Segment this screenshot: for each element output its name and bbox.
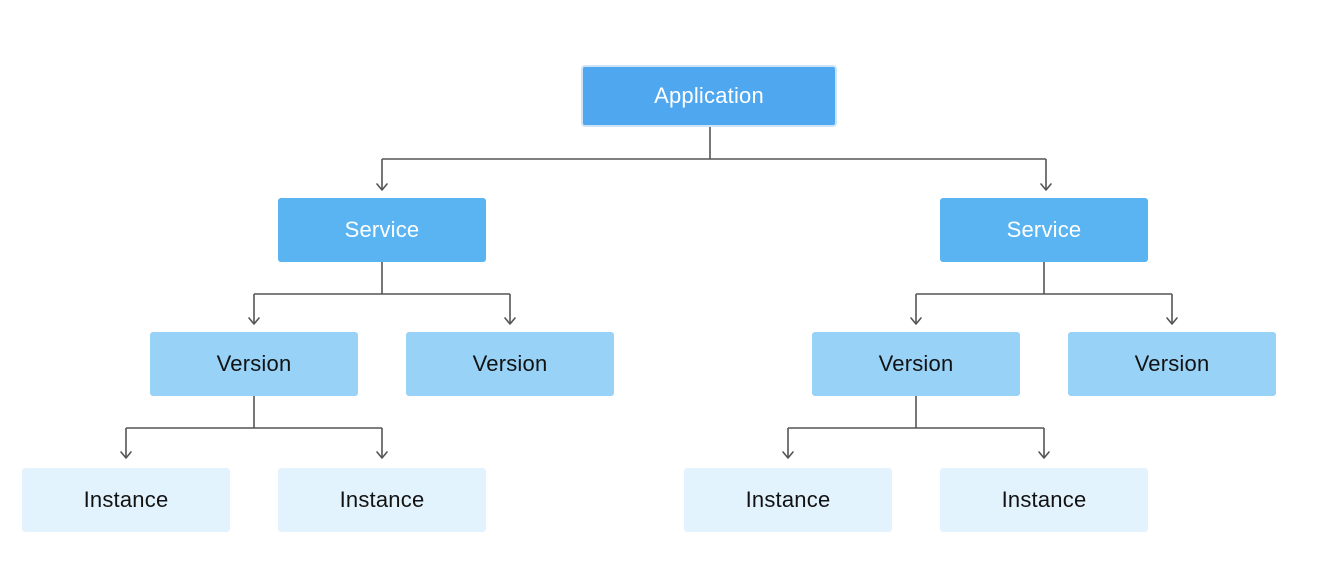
version-label: Version <box>878 351 954 376</box>
version-node: Version <box>406 332 614 396</box>
arrowhead <box>782 451 794 459</box>
arrowhead <box>376 451 388 459</box>
arrowhead <box>910 317 922 325</box>
version-label: Version <box>1134 351 1210 376</box>
application-node: Application <box>581 65 837 127</box>
instance-node: Instance <box>684 468 892 532</box>
instance-node: Instance <box>940 468 1148 532</box>
connector-version-left-to-instances <box>125 396 383 458</box>
instance-label: Instance <box>339 487 425 512</box>
instance-node: Instance <box>278 468 486 532</box>
arrowhead <box>248 317 260 325</box>
service-node: Service <box>940 198 1148 262</box>
version-label: Version <box>472 351 548 376</box>
arrowhead <box>1040 183 1052 191</box>
version-node: Version <box>1068 332 1276 396</box>
arrowhead <box>504 317 516 325</box>
connector-service-right-to-versions <box>915 262 1173 324</box>
instance-label: Instance <box>745 487 831 512</box>
arrowhead <box>120 451 132 459</box>
application-label: Application <box>654 83 764 108</box>
service-node: Service <box>278 198 486 262</box>
version-label: Version <box>216 351 292 376</box>
version-node: Version <box>812 332 1020 396</box>
arrowhead <box>1166 317 1178 325</box>
service-label: Service <box>344 217 420 242</box>
arrowhead <box>376 183 388 191</box>
instance-label: Instance <box>83 487 169 512</box>
instance-node: Instance <box>22 468 230 532</box>
connector-app-to-services <box>381 127 1047 190</box>
connector-version-right-to-instances <box>787 396 1045 458</box>
connector-service-left-to-versions <box>253 262 511 324</box>
arrowhead <box>1038 451 1050 459</box>
version-node: Version <box>150 332 358 396</box>
instance-label: Instance <box>1001 487 1087 512</box>
service-label: Service <box>1006 217 1082 242</box>
